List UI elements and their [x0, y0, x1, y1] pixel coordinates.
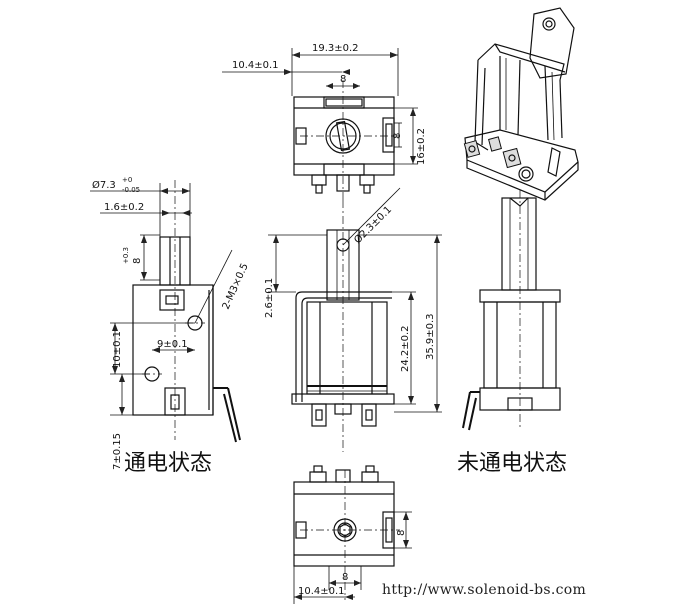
dim-plunger-len-tol: +0.3 — [122, 247, 130, 264]
isometric-view — [463, 7, 579, 201]
dim-side-height-b: 7±0.15 — [112, 433, 123, 470]
front-view: Ø2.3±0.1 2.6±0.1 24.2±0.2 — [264, 187, 442, 452]
website-watermark: http://www.solenoid-bs.com — [382, 582, 586, 598]
dim-plunger-len: 8 — [132, 258, 143, 264]
dim-hole-spacing: 9±0.1 — [157, 339, 188, 350]
dim-hole-dia: Ø2.3±0.1 — [352, 204, 394, 246]
energized-side-view: Ø7.3 +0 -0.05 1.6±0.2 8 +0.3 — [90, 176, 251, 476]
dim-bottom-offset: 10.4±0.1 — [298, 586, 345, 597]
dim-plunger-flat: 1.6±0.2 — [104, 202, 144, 213]
label-energized: 通电状态 — [124, 451, 212, 476]
dim-bottom-slot: 8 — [342, 572, 348, 583]
dim-stroke-gap: 2.6±0.1 — [264, 278, 275, 318]
dim-top-inner: 8 — [392, 133, 403, 139]
dim-side-height-a: 10±0.1 — [112, 331, 123, 368]
dim-plunger-tol-lower: -0.05 — [122, 186, 140, 194]
de-energized-side-view: 未通电状态 — [457, 190, 567, 476]
dim-top-slot: 8 — [340, 74, 346, 85]
top-view: 19.3±0.2 10.4±0.1 8 — [222, 43, 427, 200]
dim-plunger-tol-upper: +0 — [122, 176, 132, 184]
dim-body-height: 24.2±0.2 — [400, 325, 411, 372]
dim-plunger-dia: Ø7.3 — [92, 179, 116, 191]
dim-top-width: 19.3±0.2 — [312, 43, 359, 54]
label-de-energized: 未通电状态 — [457, 451, 567, 476]
dim-top-height: 16±0.2 — [416, 128, 427, 165]
dim-thread: 2-M3×0.5 — [221, 262, 251, 311]
dim-bottom-inner: 8 — [396, 530, 407, 536]
dim-top-offset: 10.4±0.1 — [232, 60, 279, 71]
bottom-view: 8 8 10.4±0.1 — [293, 465, 412, 604]
dim-total-height: 35.9±0.3 — [425, 313, 436, 360]
